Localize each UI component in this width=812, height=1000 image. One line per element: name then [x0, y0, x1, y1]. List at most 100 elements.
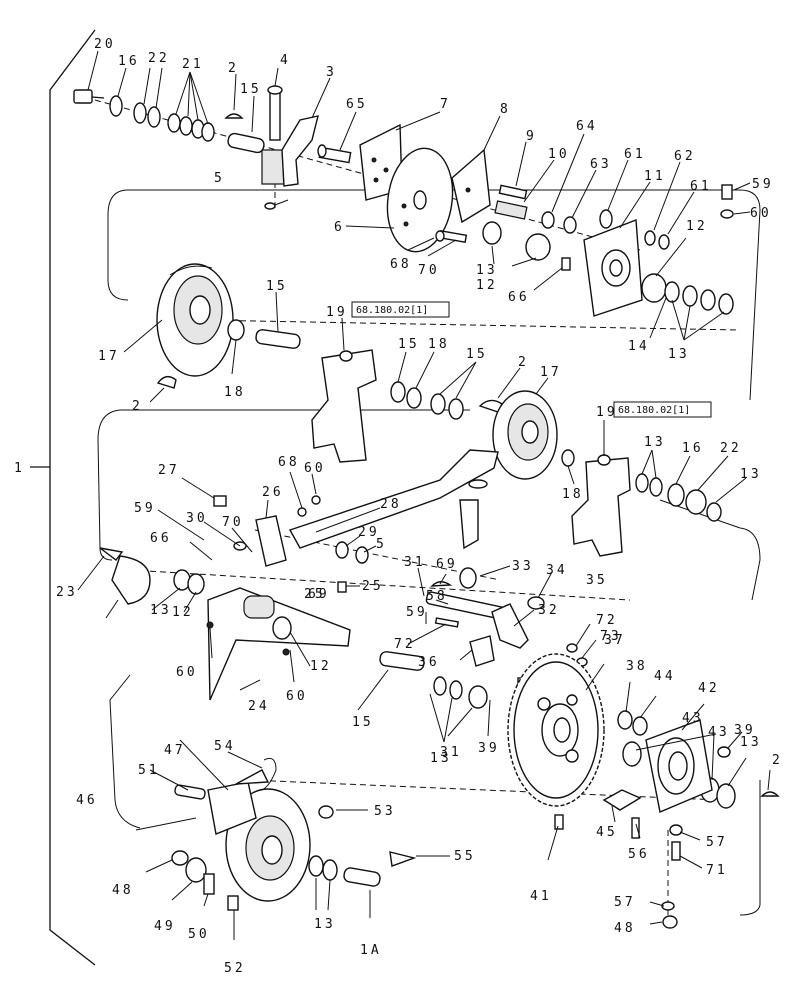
sprocket-17-right	[492, 390, 558, 480]
callout-label: 61	[624, 147, 646, 162]
callout-label: 32	[538, 603, 560, 618]
callout-label: 25	[362, 579, 384, 594]
callout-label: 12	[476, 278, 498, 293]
link-28	[288, 449, 499, 550]
callout-label: 47	[164, 743, 186, 758]
callout-label: 12	[310, 659, 332, 674]
ref-box-lower-text: 68.180.02[1]	[618, 405, 690, 416]
callout-label: 66	[508, 290, 530, 305]
callout-label: 48	[614, 921, 636, 936]
callout-label: 42	[698, 681, 720, 696]
callout-label: 60	[176, 665, 198, 680]
callout-label: 63	[590, 157, 612, 172]
sprocket-17-left	[156, 263, 234, 377]
shaft-58	[425, 591, 529, 667]
callout-label: 5	[376, 537, 387, 552]
callout-label: 27	[158, 463, 180, 478]
ref-box-upper: 68.180.02[1]	[351, 301, 450, 318]
callout-label: 35	[586, 573, 608, 588]
callout-label: 60	[750, 206, 772, 221]
main-assembly-callout: 1	[14, 461, 25, 476]
callout-label: 59	[752, 177, 774, 192]
callout-label: 72	[394, 637, 416, 652]
callout-label: 48	[112, 883, 134, 898]
callout-label: 69	[436, 557, 458, 572]
callout-label: 4	[280, 53, 291, 68]
callout-label: 33	[512, 559, 534, 574]
callout-label: 15	[240, 82, 262, 97]
callout-label: 60	[286, 689, 308, 704]
gear-37	[507, 653, 605, 807]
callout-label: 2	[772, 753, 783, 768]
middle-washer-stack	[390, 381, 503, 420]
callout-label: 19	[326, 305, 348, 320]
callout-label: 17	[98, 349, 120, 364]
callout-label: 1A	[360, 943, 382, 958]
callout-label: 26	[262, 485, 284, 500]
callout-label: 25	[304, 587, 326, 602]
callout-label: 13	[740, 735, 762, 750]
callout-label: 53	[374, 804, 396, 819]
callout-label: 43	[682, 711, 704, 726]
callout-label: 19	[596, 405, 618, 420]
section-outlines	[97, 189, 761, 916]
callout-label: 46	[76, 793, 98, 808]
callout-label: 3	[326, 65, 337, 80]
callout-label: 62	[674, 149, 696, 164]
callout-label: 65	[346, 97, 368, 112]
callout-label: 39	[478, 741, 500, 756]
right-washer-stack-mid	[635, 473, 722, 522]
callout-label: 59	[134, 501, 156, 516]
callout-label: 51	[138, 763, 160, 778]
callout-label: 71	[706, 863, 728, 878]
top-row-right-parts	[435, 184, 734, 271]
plate-24	[206, 587, 351, 701]
callout-label: 5	[214, 171, 225, 186]
callout-label: 64	[576, 119, 598, 134]
callout-label: 59	[406, 605, 428, 620]
callout-label: 29	[358, 525, 380, 540]
callout-label: 66	[150, 531, 172, 546]
callout-label: 11	[644, 169, 666, 184]
callout-label: 16	[682, 441, 704, 456]
callout-label: 15	[266, 279, 288, 294]
callout-label: 57	[706, 835, 728, 850]
callout-label: 73	[600, 629, 622, 644]
callout-label: 22	[720, 441, 742, 456]
top-row-small-parts	[73, 85, 352, 210]
callout-label: 15	[398, 337, 420, 352]
callout-label: 70	[418, 263, 440, 278]
callout-label: 45	[596, 825, 618, 840]
callout-label: 54	[214, 739, 236, 754]
callout-label: 18	[224, 385, 246, 400]
callout-label: 52	[224, 961, 246, 976]
callout-label: 57	[614, 895, 636, 910]
callout-label: 68	[390, 257, 412, 272]
callout-label: 31	[404, 555, 426, 570]
callout-label: 31	[440, 745, 462, 760]
ref-box-lower: 68.180.02[1]	[613, 401, 712, 418]
plate-11	[583, 219, 643, 317]
callout-label: 50	[188, 927, 210, 942]
callout-label: 13	[476, 263, 498, 278]
callout-label: 37	[604, 633, 626, 648]
callout-label: 13	[150, 603, 172, 618]
callout-label: 16	[118, 54, 140, 69]
callout-label: 13	[740, 467, 762, 482]
callout-label: 69	[308, 587, 330, 602]
clutch-assembly-46	[174, 757, 311, 902]
callout-label: 28	[380, 497, 402, 512]
bottom-small-parts	[171, 850, 417, 911]
callout-label: 56	[628, 847, 650, 862]
callout-label: 13	[644, 435, 666, 450]
callout-label: 39	[734, 723, 756, 738]
callout-label: 6	[334, 220, 345, 235]
arm-19-left	[311, 349, 377, 463]
bracket-8	[451, 148, 491, 224]
callout-label: 41	[530, 889, 552, 904]
callout-label: 43	[708, 725, 730, 740]
callout-label: 60	[304, 461, 326, 476]
housing-42	[645, 719, 713, 813]
callout-label: 72	[596, 613, 618, 628]
